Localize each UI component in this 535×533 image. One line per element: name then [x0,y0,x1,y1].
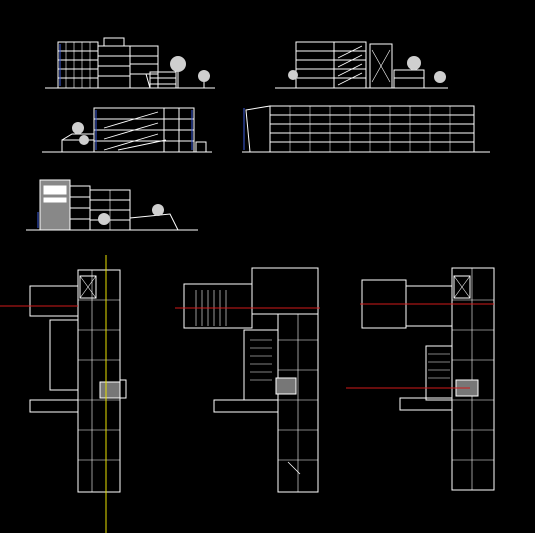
elevation-entrance [26,180,198,230]
room-grid [278,314,318,492]
stair-strokes [428,354,450,378]
tree-icon [170,56,210,82]
stair-strokes [250,340,272,380]
elevation-side [275,42,448,88]
tree-icon [288,56,446,83]
window-grid [290,106,450,152]
floor-lines [58,51,98,78]
tree-icon [72,122,89,145]
elevation-long [242,106,490,152]
ramp-strokes [104,112,166,150]
tree-icon [98,204,164,225]
window-grid [66,42,90,88]
room-grid [452,268,494,490]
elevation-front [45,38,215,88]
plan-ground [30,270,126,492]
ramp-strokes [338,46,362,85]
